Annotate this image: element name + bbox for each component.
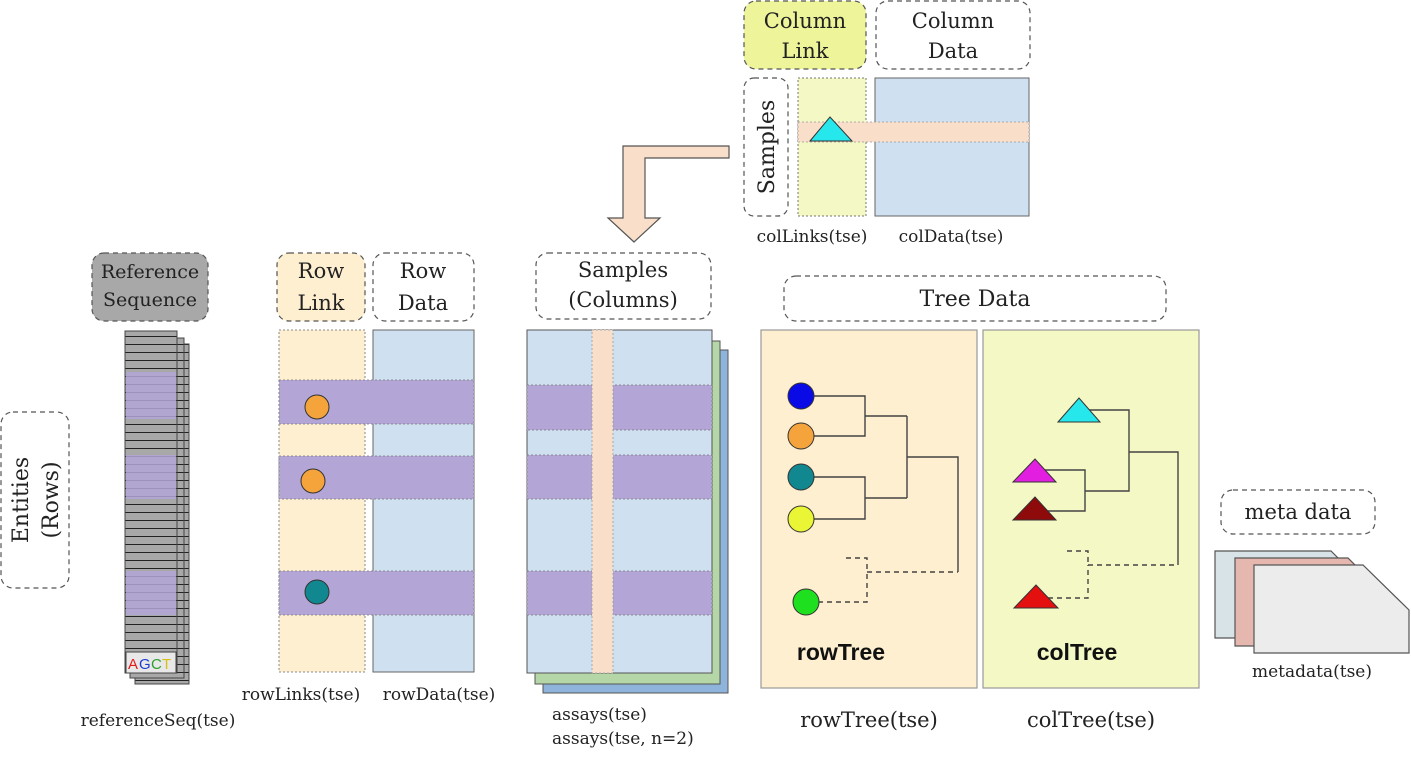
- seq-letter-t: T: [162, 656, 171, 673]
- assays-stack: [526, 329, 729, 694]
- entities-line1: Entities: [9, 457, 34, 543]
- seq-letter-c: C: [151, 656, 162, 673]
- green-node-icon: [792, 588, 820, 616]
- seq-letter-g: G: [139, 656, 151, 673]
- teal-node-icon: [304, 579, 330, 605]
- col-tree-edges: [1044, 409, 1179, 599]
- row-data-line2: Data: [398, 291, 448, 315]
- col-data-caption: colData(tse): [899, 227, 1004, 247]
- row-data-line1: Row: [400, 259, 446, 283]
- samples-side-text: Samples: [755, 100, 780, 194]
- yellow-node-icon: [787, 505, 815, 533]
- column-data-line1: Column: [912, 9, 994, 33]
- col-data-panel: [874, 77, 1030, 217]
- reference-sequence-header: Reference Sequence: [91, 252, 209, 322]
- col-tree-caption: colTree(tse): [1027, 708, 1155, 732]
- row-link-line2: Link: [298, 291, 345, 315]
- column-link-line2: Link: [782, 39, 829, 63]
- cyan-triangle-icon: [808, 116, 854, 142]
- reference-line1: Reference: [101, 261, 199, 283]
- entities-label: Entities (Rows): [0, 411, 70, 589]
- blue-node-icon: [787, 382, 815, 410]
- entities-line2: (Rows): [39, 461, 64, 538]
- orange-node-icon: [304, 394, 330, 420]
- metadata-stack-icon: [1214, 550, 1410, 654]
- col-links-caption: colLinks(tse): [757, 227, 868, 247]
- col-links-panel: [797, 77, 867, 217]
- samples-columns-line2: (Columns): [568, 288, 678, 312]
- reference-line2: Sequence: [103, 289, 197, 311]
- meta-data-header: meta data: [1220, 489, 1376, 535]
- row-links-caption: rowLinks(tse): [242, 685, 361, 705]
- meta-data-text: meta data: [1245, 500, 1352, 524]
- column-data-header: Column Data: [875, 0, 1031, 70]
- metadata-caption: metadata(tse): [1252, 662, 1372, 682]
- darkred-triangle-icon: [1011, 496, 1058, 521]
- assays-caption-1: assays(tse): [552, 705, 647, 725]
- assays-caption-2: assays(tse, n=2): [552, 729, 694, 749]
- tree-data-text: Tree Data: [920, 287, 1031, 312]
- orange-node-icon-2: [300, 468, 326, 494]
- column-data-line2: Data: [928, 39, 978, 63]
- samples-side-label: Samples: [743, 77, 789, 217]
- col-tree-title: colTree: [1037, 639, 1118, 665]
- row-link-line1: Row: [298, 259, 344, 283]
- row-data-caption: rowData(tse): [383, 685, 496, 705]
- seq-letter-a: A: [128, 656, 138, 673]
- col-tree-panel: [982, 329, 1200, 689]
- magenta-triangle-icon: [1011, 458, 1058, 483]
- bent-arrow-icon: [606, 145, 730, 243]
- col-highlight-band: [797, 121, 1030, 143]
- row-data-header: Row Data: [372, 252, 475, 322]
- red-triangle-icon: [1012, 584, 1060, 609]
- row-tree-edges: [814, 395, 959, 603]
- samples-columns-line1: Samples: [578, 258, 668, 282]
- row-link-header: Row Link: [276, 252, 366, 322]
- reference-sequence-stack: A G C T: [124, 330, 190, 685]
- orange-tree-node-icon: [787, 422, 815, 450]
- row-tree-caption: rowTree(tse): [800, 708, 938, 732]
- tree-data-header: Tree Data: [783, 275, 1167, 322]
- row-tree-title: rowTree: [797, 639, 885, 665]
- column-link-header: Column Link: [743, 0, 867, 70]
- samples-columns-header: Samples (Columns): [535, 252, 712, 320]
- reference-seq-caption: referenceSeq(tse): [81, 711, 236, 731]
- cyan-tree-triangle-icon: [1056, 397, 1102, 423]
- column-link-line1: Column: [764, 9, 846, 33]
- teal-tree-node-icon: [787, 463, 815, 491]
